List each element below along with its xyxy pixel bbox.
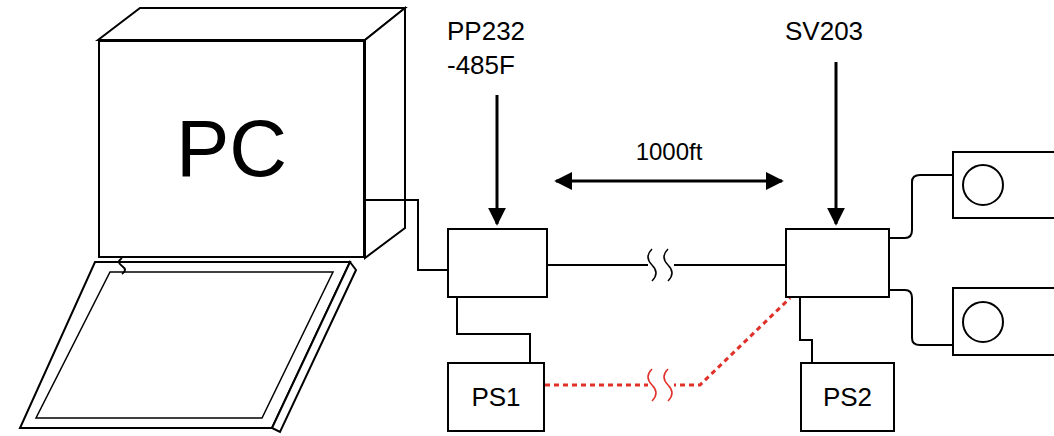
keyboard-cable (119, 258, 125, 274)
break-gap (648, 370, 674, 400)
pointer-arrow (496, 95, 499, 224)
monitor-top (98, 8, 405, 40)
keyboard-edge (272, 262, 356, 432)
converter-box: PP232 -485F (447, 228, 548, 298)
keyboard (20, 262, 350, 428)
power-supply-box: PS1 (447, 362, 545, 432)
dimension-arrow (556, 180, 782, 183)
motor-shaft (963, 302, 1003, 342)
motor-box (953, 288, 1054, 355)
motor-wire (890, 175, 953, 238)
pointer-arrow (835, 62, 838, 224)
device-label: PP232 -485F (447, 14, 551, 82)
device-label: SV203 (785, 14, 905, 48)
distance-label: 1000ft (636, 139, 703, 165)
power-supply-box: PS2 (800, 362, 895, 432)
cable (800, 298, 812, 362)
motor-box (953, 152, 1054, 218)
keyboard-face (36, 272, 333, 418)
break-mark (664, 249, 672, 281)
motor-wire (890, 290, 953, 345)
box-label: PC (176, 105, 287, 193)
controller-box: SV203 (785, 228, 890, 298)
cable (457, 298, 530, 362)
monitor-side (365, 8, 405, 258)
box-label: PS1 (471, 383, 520, 412)
break-mark (648, 249, 656, 281)
break-gap (648, 250, 674, 280)
motor-shaft (963, 165, 1003, 205)
box-label: PS2 (823, 383, 872, 412)
cable (365, 200, 447, 270)
monitor-screen: PC (98, 40, 365, 258)
break-mark (648, 369, 656, 401)
break-mark (664, 369, 672, 401)
